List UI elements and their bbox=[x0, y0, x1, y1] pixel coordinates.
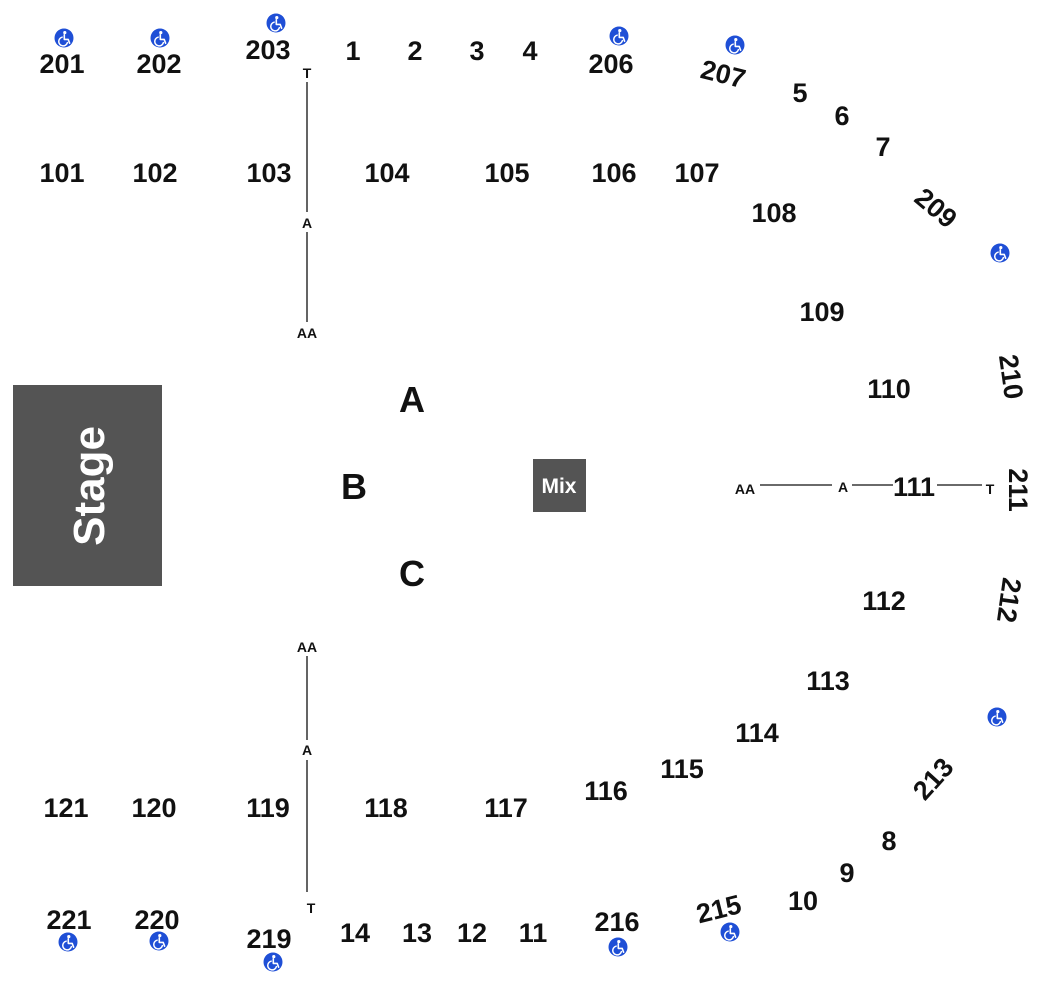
wheelchair-icon bbox=[607, 936, 629, 958]
stage-label: Stage bbox=[65, 426, 114, 546]
row-marker-right-a: A bbox=[838, 479, 848, 495]
box-7[interactable]: 7 bbox=[875, 132, 890, 162]
box-3[interactable]: 3 bbox=[469, 36, 484, 66]
section-220[interactable]: 220 bbox=[134, 905, 179, 935]
wheelchair-icon bbox=[608, 25, 630, 47]
section-106[interactable]: 106 bbox=[591, 158, 636, 188]
box-13[interactable]: 13 bbox=[402, 918, 432, 948]
section-112[interactable]: 112 bbox=[862, 586, 906, 616]
section-121[interactable]: 121 bbox=[43, 793, 88, 823]
wheelchair-icon bbox=[262, 951, 284, 973]
section-104[interactable]: 104 bbox=[364, 158, 409, 188]
box-2[interactable]: 2 bbox=[407, 36, 422, 66]
box-10[interactable]: 10 bbox=[788, 886, 818, 916]
section-101[interactable]: 101 bbox=[39, 158, 84, 188]
wheelchair-icon bbox=[989, 242, 1011, 264]
section-215[interactable]: 215 bbox=[693, 889, 744, 929]
section-117[interactable]: 117 bbox=[484, 793, 528, 823]
section-118[interactable]: 118 bbox=[364, 793, 408, 823]
box-4[interactable]: 4 bbox=[522, 36, 537, 66]
box-11[interactable]: 11 bbox=[519, 918, 548, 948]
section-203[interactable]: 203 bbox=[245, 35, 290, 65]
floor-section-c[interactable]: C bbox=[399, 553, 425, 594]
section-119[interactable]: 119 bbox=[246, 793, 290, 823]
section-110[interactable]: 110 bbox=[867, 374, 911, 404]
stage-block bbox=[13, 385, 162, 586]
section-209[interactable]: 209 bbox=[909, 182, 963, 234]
row-marker-bottom-a: A bbox=[302, 742, 312, 758]
row-marker-top-a: A bbox=[302, 215, 312, 231]
section-102[interactable]: 102 bbox=[132, 158, 177, 188]
section-219[interactable]: 219 bbox=[246, 924, 291, 954]
wheelchair-icon bbox=[57, 931, 79, 953]
section-212[interactable]: 212 bbox=[991, 576, 1027, 625]
section-207[interactable]: 207 bbox=[698, 54, 749, 94]
section-213[interactable]: 213 bbox=[907, 752, 959, 806]
row-marker-top-t: T bbox=[303, 65, 312, 81]
section-103[interactable]: 103 bbox=[246, 158, 291, 188]
row-marker-top-aa: AA bbox=[297, 325, 317, 341]
row-marker-bottom-t: T bbox=[307, 900, 316, 916]
row-marker-bottom-aa: AA bbox=[297, 639, 317, 655]
floor-section-b[interactable]: B bbox=[341, 466, 367, 507]
section-211[interactable]: 211 bbox=[1003, 468, 1033, 512]
wheelchair-icon bbox=[986, 706, 1008, 728]
wheelchair-icon bbox=[719, 921, 741, 943]
box-12[interactable]: 12 bbox=[457, 918, 487, 948]
wheelchair-icon bbox=[265, 12, 287, 34]
section-116[interactable]: 116 bbox=[584, 776, 628, 806]
section-216[interactable]: 216 bbox=[594, 907, 639, 937]
section-107[interactable]: 107 bbox=[674, 158, 719, 188]
section-206[interactable]: 206 bbox=[588, 49, 633, 79]
section-201[interactable]: 201 bbox=[39, 49, 84, 79]
row-marker-right-t: T bbox=[986, 481, 995, 497]
box-1[interactable]: 1 bbox=[345, 36, 360, 66]
wheelchair-icon bbox=[149, 27, 171, 49]
section-113[interactable]: 113 bbox=[806, 666, 850, 696]
box-5[interactable]: 5 bbox=[792, 78, 807, 108]
section-120[interactable]: 120 bbox=[131, 793, 176, 823]
section-210[interactable]: 210 bbox=[993, 352, 1029, 401]
wheelchair-icon bbox=[724, 34, 746, 56]
box-9[interactable]: 9 bbox=[839, 858, 854, 888]
wheelchair-icon bbox=[53, 27, 75, 49]
section-221[interactable]: 221 bbox=[46, 905, 91, 935]
section-114[interactable]: 114 bbox=[735, 718, 779, 748]
section-109[interactable]: 109 bbox=[799, 297, 844, 327]
mix-position bbox=[533, 459, 586, 512]
section-105[interactable]: 105 bbox=[484, 158, 529, 188]
row-marker-right-aa: AA bbox=[735, 481, 755, 497]
box-14[interactable]: 14 bbox=[340, 918, 370, 948]
section-202[interactable]: 202 bbox=[136, 49, 181, 79]
section-108[interactable]: 108 bbox=[751, 198, 796, 228]
box-6[interactable]: 6 bbox=[834, 101, 849, 131]
floor-section-a[interactable]: A bbox=[399, 379, 425, 420]
section-115[interactable]: 115 bbox=[660, 754, 704, 784]
mix-label: Mix bbox=[541, 475, 576, 498]
section-111[interactable]: 111 bbox=[893, 472, 935, 502]
wheelchair-icon bbox=[148, 930, 170, 952]
box-8[interactable]: 8 bbox=[881, 826, 896, 856]
